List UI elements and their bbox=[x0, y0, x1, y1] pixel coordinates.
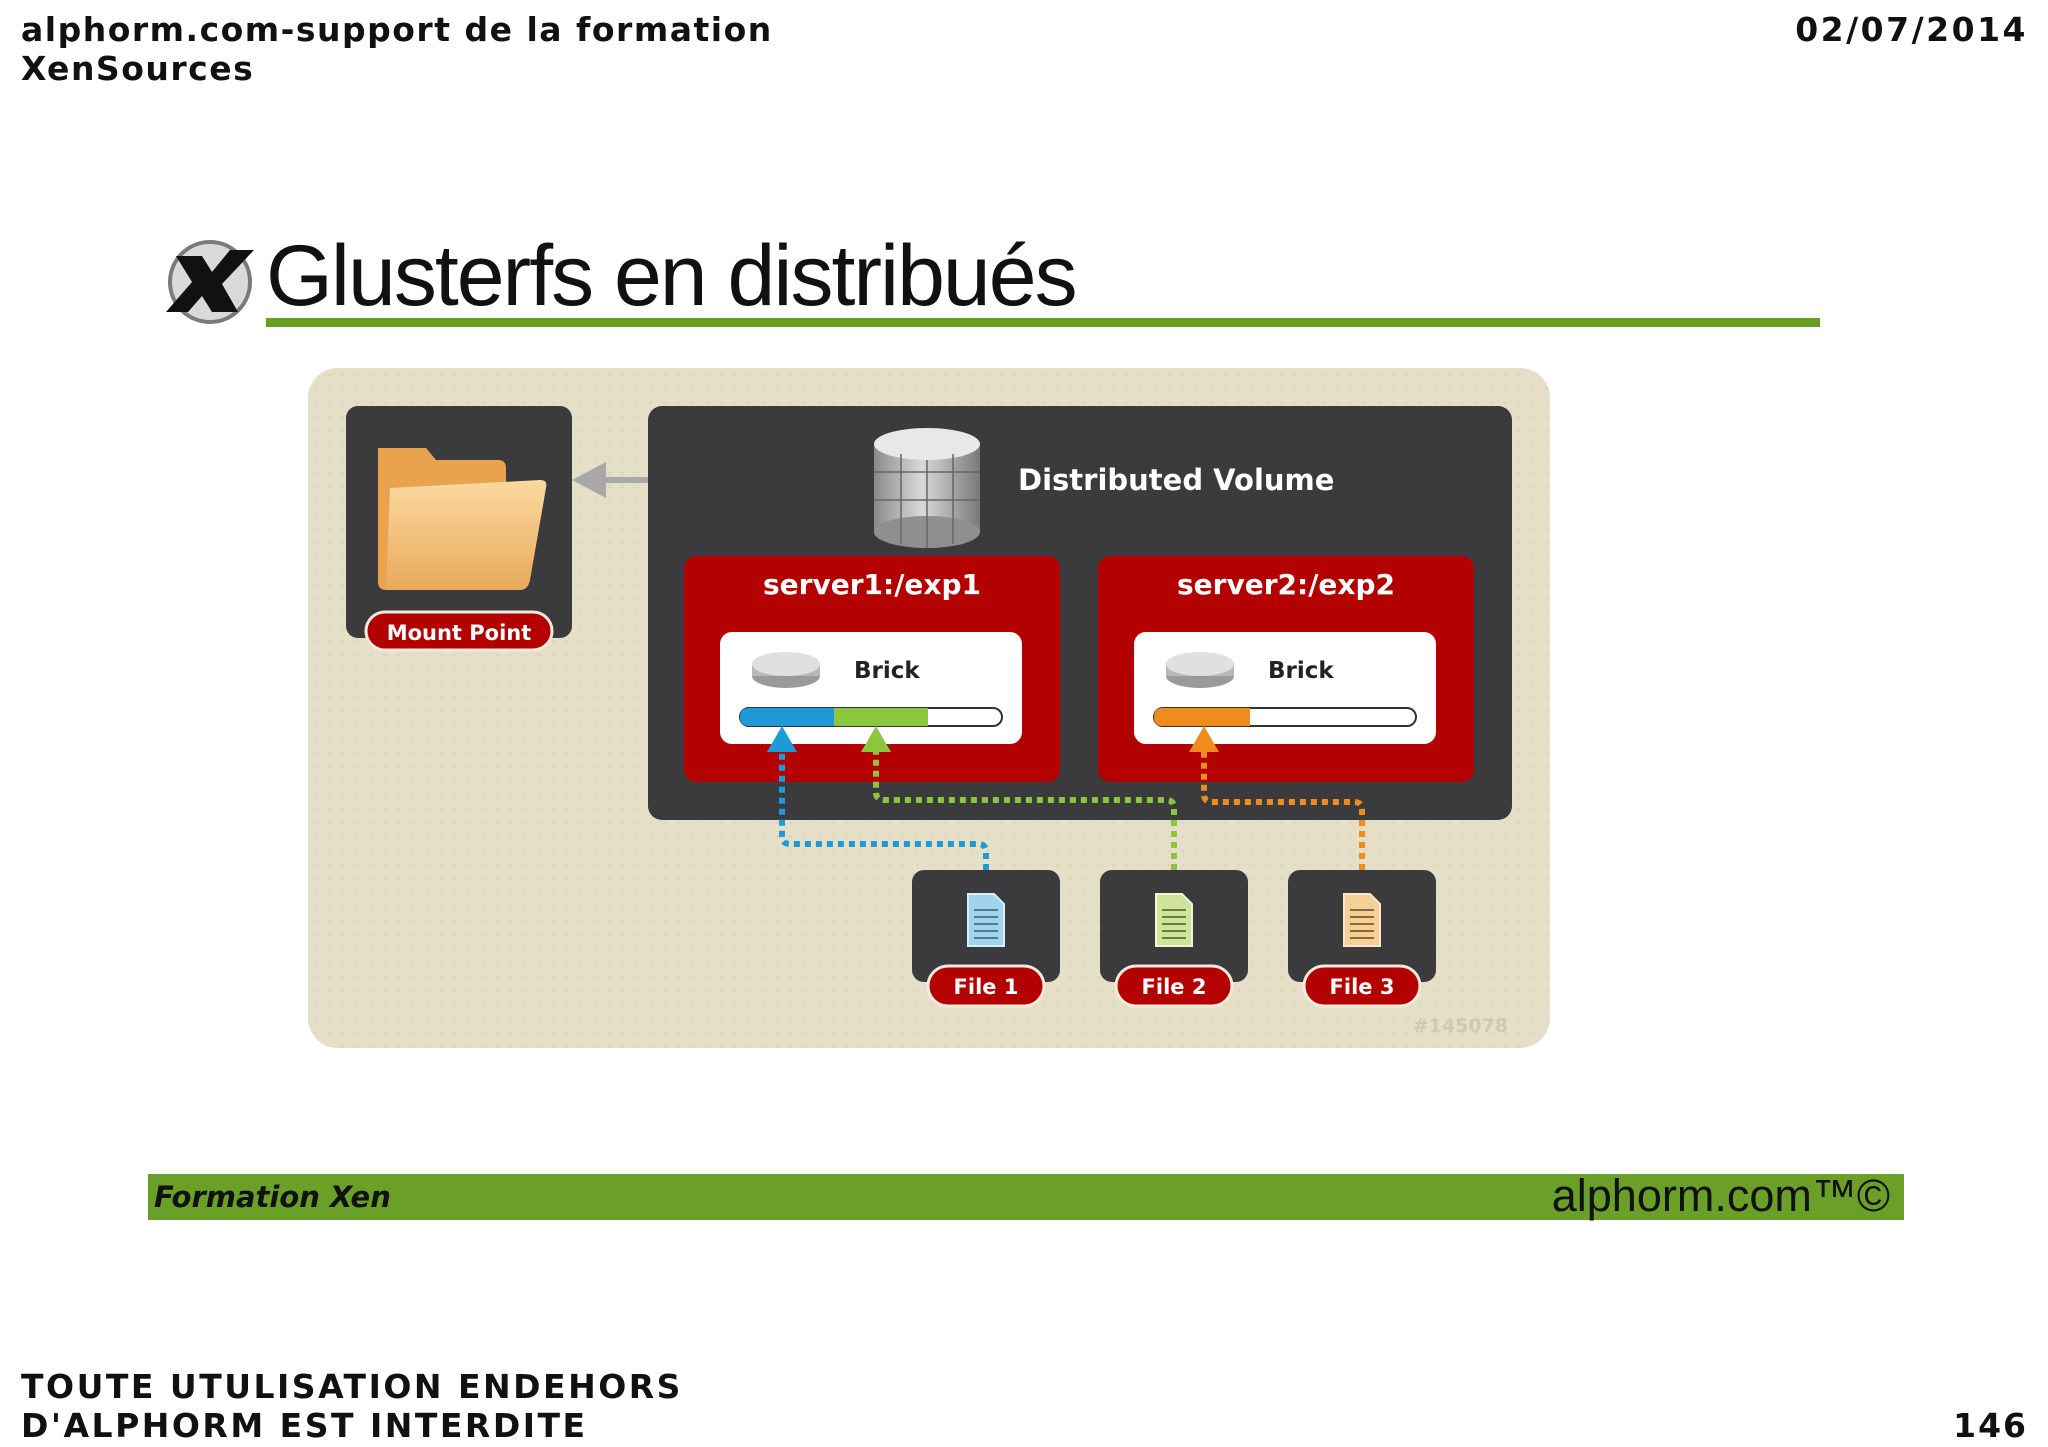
mount-point-badge bbox=[364, 610, 554, 652]
folder-icon bbox=[378, 448, 547, 590]
image-id-mark: #145078 bbox=[1413, 1015, 1508, 1037]
title-underline bbox=[266, 318, 1820, 327]
file2-arrowhead bbox=[861, 726, 891, 752]
server1-brick-label: Brick bbox=[854, 658, 920, 684]
brick2-disk-icon bbox=[1166, 652, 1234, 688]
file3-label: File 3 bbox=[1330, 975, 1395, 999]
server1-label: server1:/exp1 bbox=[763, 568, 981, 601]
page-number: 146 bbox=[1953, 1406, 2028, 1445]
footer-notice: TOUTE UTULISATION ENDEHORS D'ALPHORM EST… bbox=[21, 1367, 683, 1445]
mount-point-panel bbox=[346, 406, 572, 652]
file2-document-icon bbox=[1155, 893, 1193, 947]
file1-arrowhead bbox=[767, 726, 797, 752]
file3-document-icon bbox=[1343, 893, 1381, 947]
course-name-label: Formation Xen bbox=[154, 1180, 391, 1214]
file1-document-icon bbox=[967, 893, 1005, 947]
file3-badge bbox=[1302, 964, 1422, 1008]
server2-label: server2:/exp2 bbox=[1177, 568, 1395, 601]
server1-brick-card bbox=[720, 632, 1022, 744]
database-cylinder-icon bbox=[874, 428, 980, 548]
mount-point-label: Mount Point bbox=[387, 621, 532, 645]
file1-badge bbox=[926, 964, 1046, 1008]
footer-green-bar: Formation Xen alphorm.com™© bbox=[148, 1170, 1904, 1221]
file2-path bbox=[873, 752, 1177, 870]
glusterfs-distributed-diagram: Mount Point Distributed Volume server1:/… bbox=[308, 368, 1550, 1048]
file1-label: File 1 bbox=[954, 975, 1019, 999]
brand-label: alphorm.com™© bbox=[1551, 1170, 1890, 1221]
file3-path bbox=[1201, 752, 1365, 870]
file1-path bbox=[779, 752, 989, 870]
file3-arrowhead bbox=[1189, 726, 1219, 752]
brick1-usage-bar bbox=[739, 707, 1003, 727]
slide-title: Glusterfs en distribués bbox=[266, 228, 1078, 324]
server2-brick-label: Brick bbox=[1268, 658, 1334, 684]
file2-label: File 2 bbox=[1142, 975, 1207, 999]
file2-badge bbox=[1114, 964, 1234, 1008]
brick1-disk-icon bbox=[752, 652, 820, 688]
distributed-volume-label: Distributed Volume bbox=[1018, 463, 1334, 497]
brick2-usage-bar bbox=[1153, 707, 1417, 727]
header-date: 02/07/2014 bbox=[1795, 10, 2028, 49]
server2-brick-card bbox=[1134, 632, 1436, 744]
header-course-title: alphorm.com-support de la formation XenS… bbox=[21, 10, 773, 88]
xen-logo-icon bbox=[166, 240, 254, 324]
